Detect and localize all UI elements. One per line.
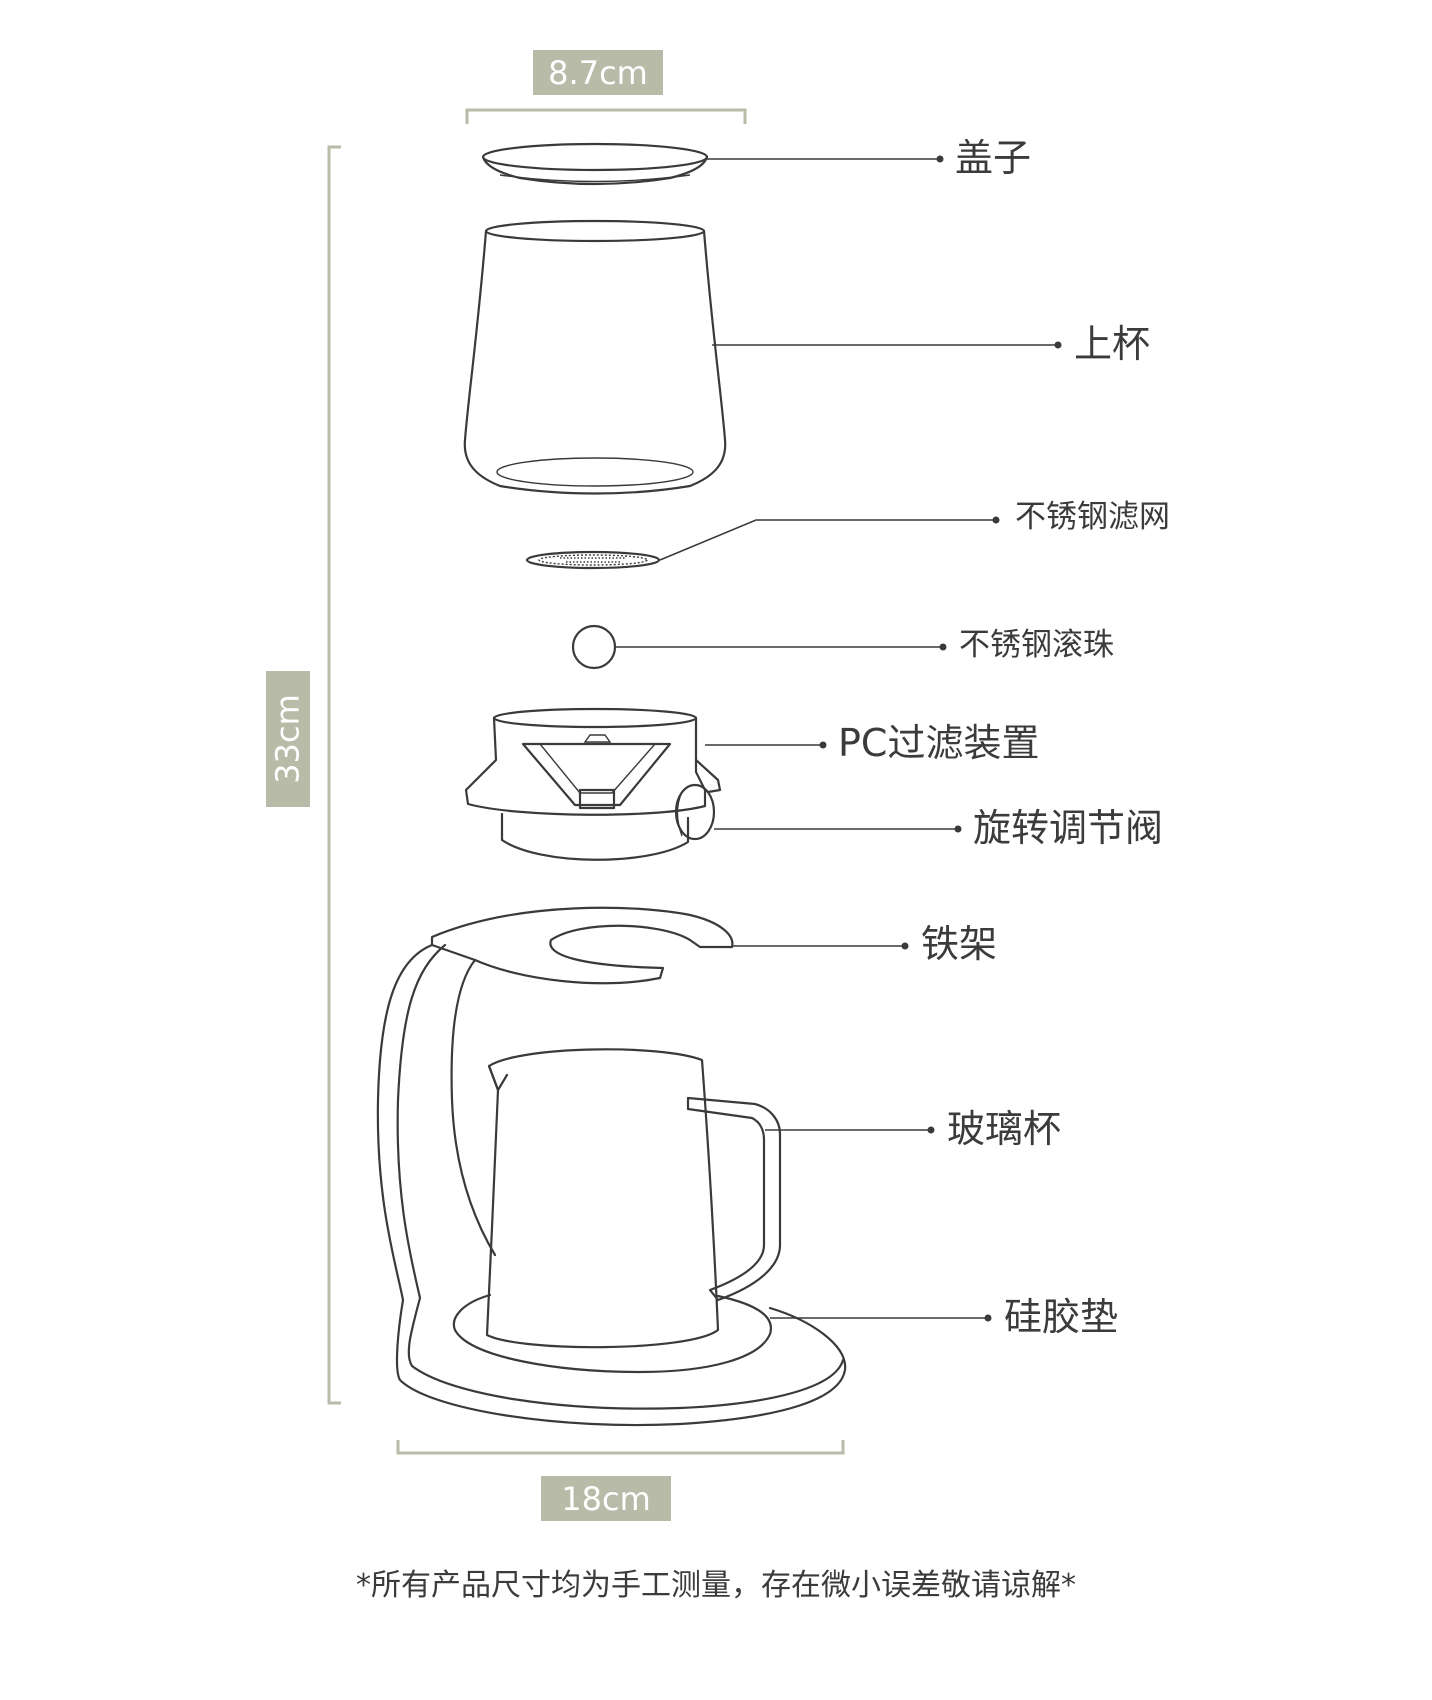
height-tag: 33cm [266,671,310,807]
label-steel-filter: 不锈钢滤网 [1015,502,1170,533]
bottom-width-value: 18cm [561,1480,650,1518]
upper-cup-drawing [465,221,725,494]
steel-ball-drawing [573,626,615,668]
height-bracket [329,147,341,1403]
label-iron-stand: 铁架 [921,925,997,963]
label-lid: 盖子 [955,139,1031,177]
label-steel-ball: 不锈钢滚珠 [959,630,1114,661]
label-glass-cup: 玻璃杯 [947,1110,1061,1148]
top-width-value: 8.7cm [548,54,648,92]
height-value: 33cm [269,694,307,783]
measurement-disclaimer: *所有产品尺寸均为手工测量，存在微小误差敬请谅解* [0,1560,1432,1604]
pc-filter-drawing [466,709,720,860]
lid-drawing [483,144,707,184]
bottom-width-bracket [398,1440,843,1453]
bottom-width-tag: 18cm [541,1476,671,1521]
label-valve: 旋转调节阀 [973,809,1163,847]
glass-cup-drawing [487,1049,780,1347]
silicone-pad-drawing [454,1295,771,1372]
top-width-tag: 8.7cm [533,50,663,95]
label-upper-cup: 上杯 [1074,325,1150,363]
top-width-bracket [467,110,745,124]
label-silicone-pad: 硅胶垫 [1004,1298,1118,1336]
label-pc-filter: PC过滤装置 [838,724,1039,762]
steel-filter-drawing [527,552,659,568]
